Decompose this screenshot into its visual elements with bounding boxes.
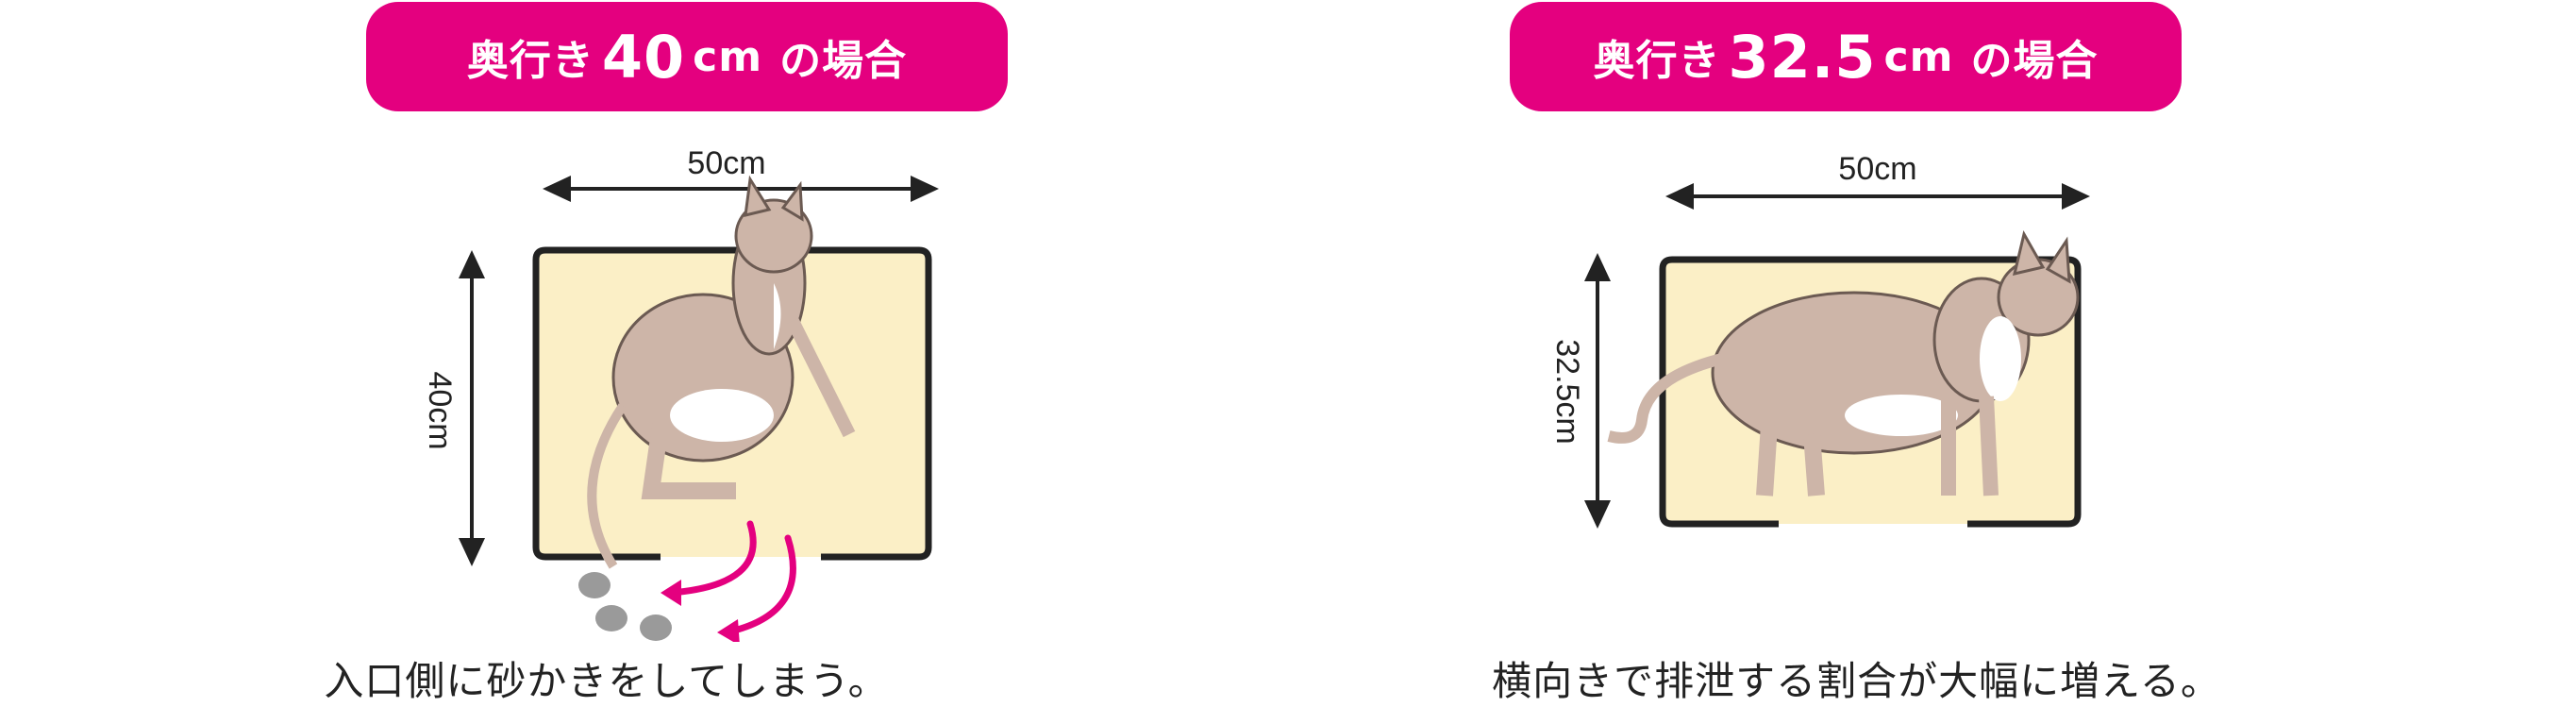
caption-depth-32-5: 横向きで排泄する割合が大幅に増える。 xyxy=(1213,649,2501,707)
depth-label: 40cm xyxy=(422,371,458,449)
depth-dimension-arrow xyxy=(459,250,485,566)
litter-pellet xyxy=(578,572,611,598)
diagram-depth-32-5: 50cm 32.5cm xyxy=(1288,0,2576,642)
scratch-arrow-head xyxy=(717,619,740,642)
litter-scatter xyxy=(578,572,672,641)
depth-label: 32.5cm xyxy=(1549,339,1585,445)
width-label: 50cm xyxy=(1838,151,1916,187)
width-dimension-arrow xyxy=(1665,183,2090,210)
panel-depth-32-5: 奥行き 32.5 cm の場合 50cm 32.5cm xyxy=(1288,0,2576,705)
caption-depth-40: 入口側に砂かきをしてしまう。 xyxy=(0,649,1250,707)
width-label: 50cm xyxy=(687,145,765,181)
panel-depth-40: 奥行き 40 cm の場合 50cm 40cm xyxy=(0,0,1288,705)
diagram-depth-40: 50cm 40cm xyxy=(0,0,1288,642)
depth-dimension-arrow xyxy=(1584,253,1611,529)
litter-pellet xyxy=(595,605,627,631)
scratch-arrow-head xyxy=(661,580,681,606)
litter-pellet xyxy=(640,614,672,641)
